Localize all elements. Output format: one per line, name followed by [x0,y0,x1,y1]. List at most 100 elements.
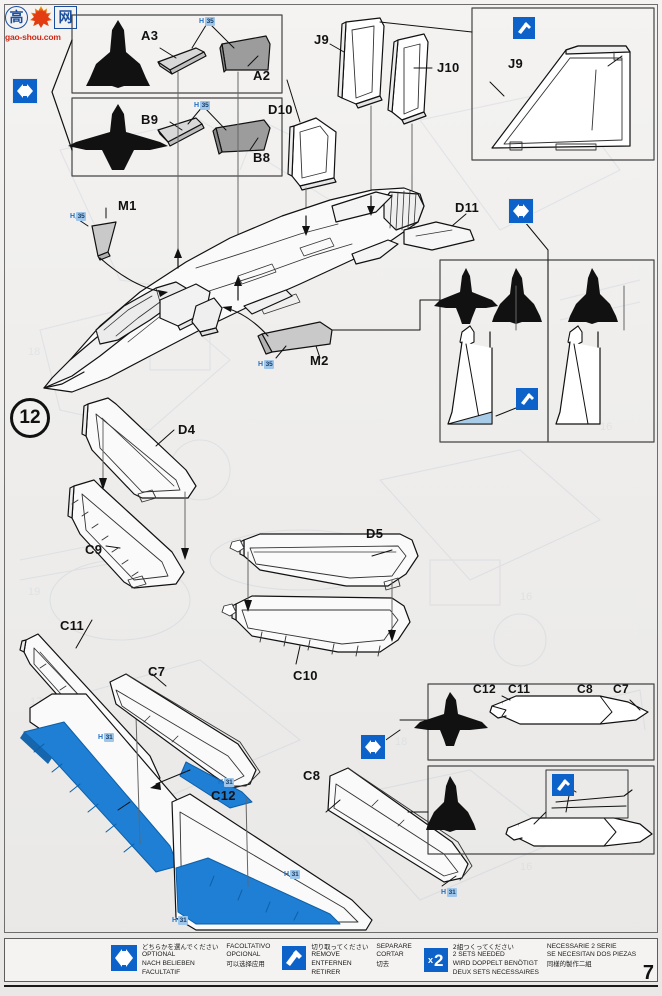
legend-remove-es: CORTAR [376,951,404,959]
part-label-d4: D4 [178,422,196,437]
cut-icon-j9-box [513,17,535,39]
callout-prefix: H [98,734,104,741]
part-label-c10: C10 [293,668,318,683]
legend-optional-it: FACOLTATIVO [226,942,271,950]
legend-sets-jp: 2組つくってください [452,942,514,951]
watermark-logo: 高 网 gao-shou.com [5,3,79,49]
x2-count: 2 [434,950,444,970]
legend-remove-zh: 切去 [376,960,390,968]
part-label-c11: C11 [60,618,85,633]
part-label-a3: A3 [141,28,159,43]
part-label-j9-left: J9 [314,32,330,47]
legend-sets-col2: NECESSARIE 2 SERIE SE NECESITAN DOS PIEZ… [547,943,636,977]
legend-optional-fr: FACULTATIF [142,968,181,976]
callout-prefix: H [284,871,290,878]
legend-sets-de: WIRD DOPPELT BENÖTIGT [452,960,538,967]
x2-multiplier: x [428,955,434,965]
legend-optional-es: OPCIONAL [226,951,261,959]
callout-number: 35 [200,101,211,110]
callout-prefix: H [199,18,205,25]
logo-char-gao: 高 [5,5,28,29]
callout-number: 31 [104,733,115,742]
double-arrow-glyph [513,204,529,218]
part-label-c9: C9 [85,542,103,557]
box-label-c11: C11 [508,682,531,696]
double-arrow-glyph [365,740,381,754]
part-label-d11: D11 [455,200,480,215]
part-label-c12: C12 [211,788,236,803]
box-label-c7: C7 [613,682,629,696]
optional-arrow-icon-bottom [360,734,386,760]
legend-sets-col1: 2組つくってください 2 SETS NEEDED WIRD DOPPELT BE… [453,943,539,977]
legend-optional-jp: どちらかを選んでください [142,942,219,951]
cut-glyph [517,21,531,34]
double-arrow-glyph [17,84,33,98]
part-label-a2: A2 [253,68,271,83]
part-label-j9-box: J9 [508,56,524,71]
legend-remove-texts: 切り取ってください REMOVE ENTFERNEN RETIRER SEPAR… [311,943,411,977]
part-label-d5: D5 [366,526,384,541]
callout-number: 35 [76,212,87,221]
callout-number: 31 [178,916,189,925]
legend-optional-icon [111,944,137,976]
callout-number: 31 [224,778,235,787]
cut-glyph [520,392,534,405]
legend-group-optional: どちらかを選んでください OPTIONAL NACH BELIEBEN FACU… [111,943,270,977]
legend-remove-en: REMOVE [311,951,340,959]
legend-remove-jp: 切り取ってください [311,942,369,951]
bottom-rule [4,985,658,987]
callout-prefix: H [258,361,264,368]
step-number-badge: 12 [10,398,50,438]
part-label-c7: C7 [148,664,166,679]
callout-number: 35 [264,360,275,369]
box-label-c12: C12 [473,682,496,696]
legend-remove-col1: 切り取ってください REMOVE ENTFERNEN RETIRER [311,943,368,977]
legend-sets-fr: DEUX SETS NECESSAIRES [452,968,539,976]
cut-icon-wing-box [552,774,574,796]
logo-flame-icon [30,6,52,28]
legend-optional-en: OPTIONAL [142,951,176,959]
part-label-m2: M2 [310,353,329,368]
legend-remove-icon [282,945,307,975]
legend-sets-es: SE NECESITAN DOS PIEZAS [546,951,637,959]
cut-glyph [556,778,570,791]
logo-char-wang: 网 [54,5,77,29]
callout-number: 31 [290,870,301,879]
box-label-c8: C8 [577,682,593,696]
logo-url: gao-shou.com [5,32,61,42]
legend-remove-de: ENTFERNEN [311,960,352,967]
legend-optional-col1: どちらかを選んでください OPTIONAL NACH BELIEBEN FACU… [142,943,218,977]
callout-prefix: H [218,779,224,786]
callout-prefix: H [70,213,76,220]
legend-sets-zh: 同樣的製作二組 [546,960,592,968]
optional-arrow-icon-left [12,78,38,104]
legend-sets-it: NECESSARIE 2 SERIE [546,942,617,950]
legend-sets-en: 2 SETS NEEDED [452,951,505,959]
legend-sets-texts: 2組つくってください 2 SETS NEEDED WIRD DOPPELT BE… [453,943,636,977]
part-label-b9: B9 [141,112,159,127]
part-label-c8: C8 [303,768,321,783]
callout-number: 31 [447,888,458,897]
cut-icon-fin-box [516,388,538,410]
legend-remove-it: SEPARARE [376,942,412,950]
legend-optional-zh: 可以选择应用 [226,960,265,968]
legend-optional-texts: どちらかを選んでください OPTIONAL NACH BELIEBEN FACU… [142,943,270,977]
part-label-j10: J10 [437,60,460,75]
part-label-m1: M1 [118,198,137,213]
callout-number: 35 [205,17,216,26]
callout-prefix: H [172,917,178,924]
optional-arrow-icon-middle [508,198,534,224]
legend-remove-col2: SEPARARE CORTAR 切去 [376,943,411,977]
legend-remove-fr: RETIRER [311,968,341,976]
